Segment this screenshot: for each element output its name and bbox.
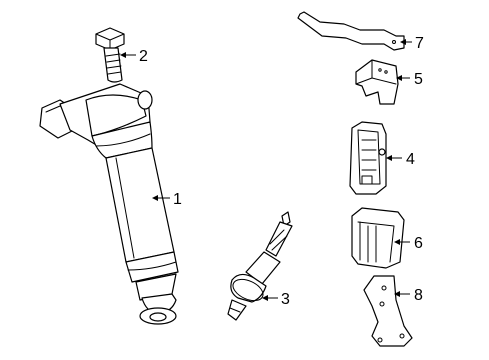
spark-plug [227, 211, 293, 321]
callout-2: 2 [139, 48, 148, 65]
bolt [95, 27, 125, 83]
callout-arrow-3 [262, 295, 278, 301]
callout-arrow-7 [400, 39, 412, 45]
callout-5: 5 [414, 71, 423, 88]
callout-arrow-5 [396, 75, 410, 81]
mounting-plate [363, 275, 413, 347]
mounting-box [351, 207, 405, 269]
callout-arrow-4 [386, 155, 402, 161]
callout-arrow-1 [152, 195, 170, 201]
callout-arrow-6 [394, 239, 410, 245]
callout-arrow-2 [120, 52, 136, 58]
callout-7: 7 [415, 35, 424, 52]
callout-1: 1 [173, 191, 182, 208]
callout-arrow-8 [394, 291, 410, 297]
callout-8: 8 [414, 287, 423, 304]
cover [355, 59, 399, 105]
callout-6: 6 [414, 235, 423, 252]
ignition-coil [39, 83, 179, 325]
bracket [297, 11, 405, 51]
control-module [349, 121, 387, 195]
callout-4: 4 [406, 151, 415, 168]
callout-3: 3 [281, 291, 290, 308]
